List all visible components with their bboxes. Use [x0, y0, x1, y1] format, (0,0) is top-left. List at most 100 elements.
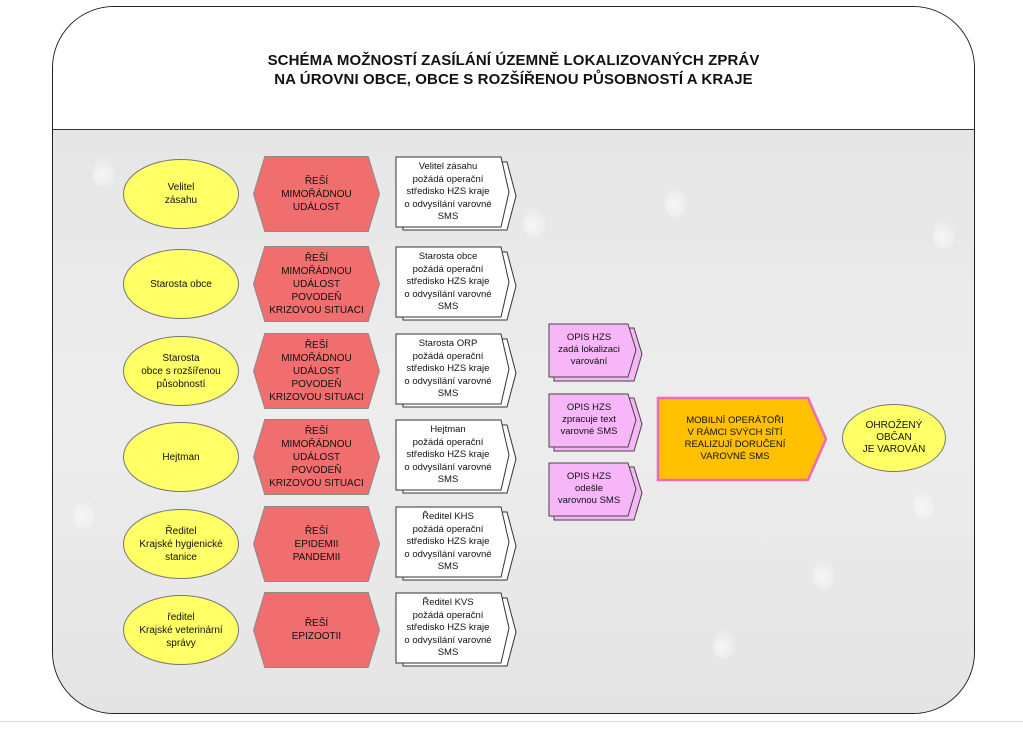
- actor-node: Starosta obce: [123, 249, 239, 319]
- actor-label: Starosta obce: [150, 278, 212, 291]
- request-node-face: [395, 506, 510, 578]
- request-line: požádá operační: [412, 173, 484, 185]
- operators-node-shape: [656, 396, 828, 482]
- request-line: Ředitel KVS: [422, 597, 474, 608]
- title-line-1: SCHÉMA MOŽNOSTÍ ZASÍLÁNÍ ÚZEMNĚ LOKALIZO…: [267, 52, 760, 69]
- actor-line: Ředitel: [165, 525, 197, 537]
- action-line: MIMOŘÁDNOU: [281, 438, 352, 450]
- action-line: EPIZOOTII: [291, 631, 342, 642]
- request-line: požádá operační: [412, 263, 484, 275]
- opis-node-face: [548, 393, 637, 448]
- citizen-line: OBČAN: [876, 432, 912, 443]
- citizen-line: JE VAROVÁN: [862, 444, 926, 455]
- opis-node-face: [548, 462, 637, 517]
- decor-drop: [665, 187, 687, 217]
- action-line: MIMOŘÁDNOU: [281, 265, 352, 277]
- action-line: KRIZOVOU SITUACI: [269, 304, 364, 316]
- request-line: o odvysílání varovné: [404, 375, 492, 387]
- request-line: požádá operační: [412, 350, 484, 362]
- actor-node: Hejtman: [123, 422, 239, 492]
- decor-drop: [713, 629, 735, 659]
- request-node-shape: [395, 246, 517, 321]
- actor-line: Starosta: [162, 352, 200, 364]
- citizen-line: OHROŽENÝ: [865, 420, 923, 431]
- request-node-shape: [395, 156, 517, 231]
- opis-line: varovné SMS: [560, 426, 618, 437]
- request-line: středisko HZS kraje: [406, 536, 490, 547]
- opis-line: zadá lokalizaci: [558, 344, 620, 355]
- request-line: o odvysílání varovné: [404, 288, 492, 300]
- request-line: o odvysílání varovné: [404, 198, 492, 210]
- actor-line: Krajské veterinární: [139, 624, 223, 636]
- actor-line: působností: [156, 378, 206, 390]
- diagram-title: SCHÉMA MOŽNOSTÍ ZASÍLÁNÍ ÚZEMNĚ LOKALIZO…: [53, 51, 974, 89]
- request-node-shape: [395, 506, 517, 581]
- opis-node-shape: [548, 462, 643, 521]
- opis-node-shape: [548, 393, 643, 452]
- request-line: středisko HZS kraje: [406, 622, 490, 633]
- opis-line: OPIS HZS: [566, 332, 612, 343]
- action-line: ŘEŠÍ: [304, 252, 329, 264]
- request-line: Ředitel KHS: [422, 511, 474, 522]
- actor-line: Starosta obce: [150, 278, 212, 290]
- request-node-shape: [395, 592, 517, 667]
- opis-node-shape: [548, 323, 643, 382]
- request-line: SMS: [437, 647, 459, 658]
- operators-line: REALIZUJÍ DORUČENÍ: [684, 439, 786, 450]
- title-line-2: NA ÚROVNI OBCE, OBCE S ROZŠÍŘENOU PŮSOBN…: [274, 71, 753, 88]
- operators-line: MOBILNÍ OPERÁTOŘI: [686, 415, 784, 426]
- request-line: středisko HZS kraje: [406, 449, 490, 460]
- action-line: UDÁLOST: [292, 201, 341, 213]
- opis-node-face: [548, 323, 637, 378]
- request-node-shape: [395, 419, 517, 494]
- actor-line: Krajské hygienické: [139, 538, 223, 550]
- operators-node-face: [656, 396, 828, 482]
- request-line: Starosta obce: [418, 251, 478, 262]
- decor-drop: [913, 489, 935, 519]
- request-node-face: [395, 592, 510, 664]
- operators-line: V RÁMCI SVÝCH SÍTÍ: [687, 427, 783, 438]
- opis-line: OPIS HZS: [566, 471, 612, 482]
- action-line: ŘEŠÍ: [304, 425, 329, 437]
- action-line: POVODEŇ: [291, 464, 342, 476]
- request-line: o odvysílání varovné: [404, 548, 492, 560]
- opis-line: OPIS HZS: [566, 402, 612, 413]
- request-line: požádá operační: [412, 609, 484, 621]
- action-line: ŘEŠÍ: [304, 339, 329, 351]
- action-line: KRIZOVOU SITUACI: [269, 477, 364, 489]
- action-line: POVODEŇ: [291, 291, 342, 303]
- request-node-face: [395, 156, 510, 228]
